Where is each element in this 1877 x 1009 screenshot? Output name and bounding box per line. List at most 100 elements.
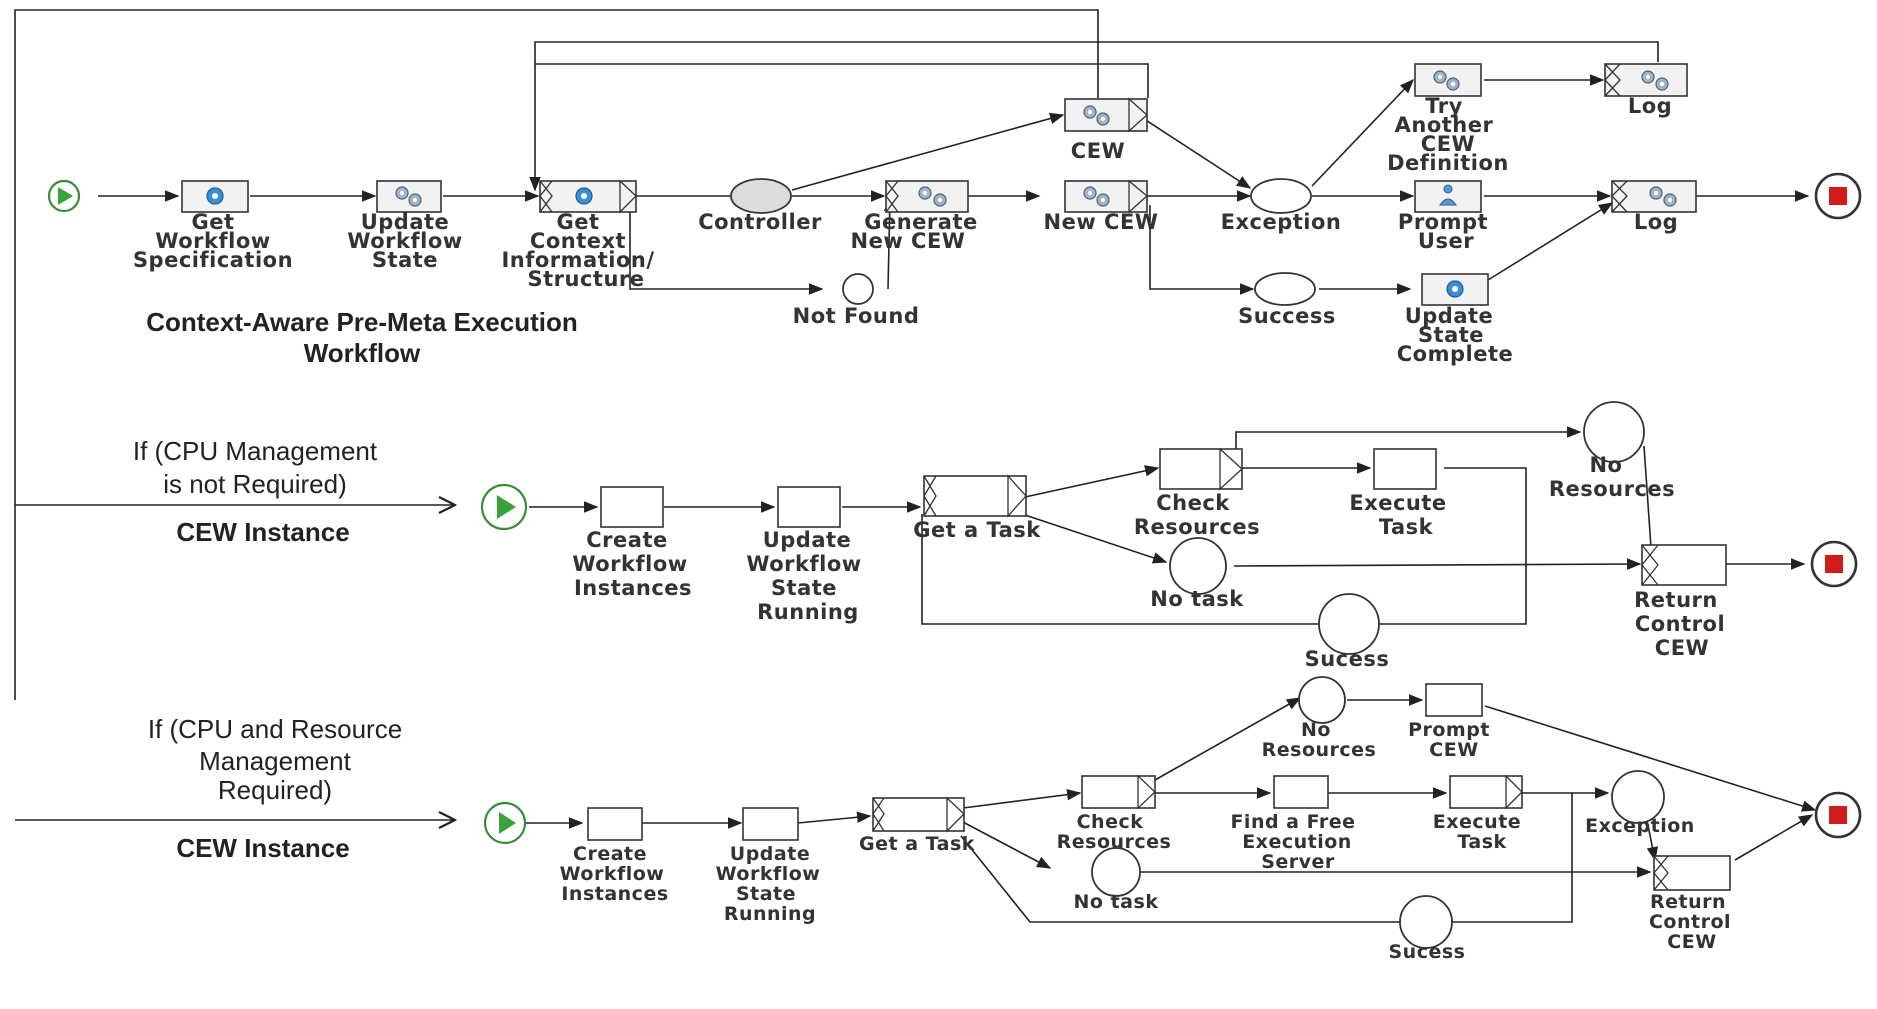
end-event-3 — [1814, 791, 1862, 839]
sucess-event — [1318, 593, 1380, 655]
label-l2-execute-2: Task — [1379, 515, 1434, 539]
lane1-nodes — [47, 63, 1862, 306]
label-l3-execute-1: Execute — [1433, 811, 1521, 833]
end-event-2 — [1810, 540, 1858, 588]
no-task-event — [1169, 537, 1227, 595]
label-prompt-user-1: Prompt — [1398, 210, 1488, 234]
label-try-another-2: Another — [1395, 113, 1494, 137]
label-l3-update-1: Update — [730, 843, 810, 865]
task-try-another-cew — [1414, 63, 1482, 97]
label-cew: CEW — [1071, 139, 1125, 163]
label-l2-return-1: Return — [1634, 588, 1718, 612]
l3-exception-event — [1611, 770, 1665, 824]
cond1-instance: CEW Instance — [176, 517, 349, 547]
task-generate-new-cew — [885, 180, 969, 213]
label-l3-update-3: State — [736, 883, 796, 905]
task-l3-update-workflow-state-running — [742, 807, 799, 841]
label-l3-no-task: No task — [1074, 891, 1159, 913]
label-l2-no-task: No task — [1150, 587, 1244, 611]
task-new-cew — [1064, 179, 1148, 214]
task-check-resources — [1159, 447, 1243, 491]
task-l3-check-resources — [1081, 774, 1156, 810]
task-get-context-information — [539, 179, 637, 214]
task-log-top — [1604, 63, 1688, 97]
controller-event — [730, 178, 792, 214]
label-l2-create-2: Workflow — [572, 552, 687, 576]
cond2-line1: If (CPU and Resource — [148, 714, 402, 744]
label-try-another-4: Definition — [1387, 151, 1509, 175]
label-l2-no-resources-2: Resources — [1549, 477, 1675, 501]
label-l3-find-1: Find a Free — [1230, 811, 1355, 833]
lane3-nodes — [483, 676, 1862, 949]
l3-no-task-event — [1091, 847, 1141, 897]
l3-no-resources-event — [1298, 676, 1346, 724]
start-event-2 — [480, 483, 528, 531]
task-log-mid — [1611, 180, 1697, 213]
label-l3-sucess: Sucess — [1389, 941, 1466, 963]
label-l3-no-resources-1: No — [1301, 719, 1331, 741]
label-get-context-2: Context — [530, 229, 626, 253]
label-l2-create-3: Instances — [574, 576, 692, 600]
lane2-nodes — [480, 401, 1858, 655]
task-l3-create-workflow-instances — [587, 807, 643, 841]
outer-connectors — [14, 9, 1099, 820]
lane3-labels: Create Workflow Instances Update Workflo… — [560, 719, 1731, 963]
label-get-context-1: Get — [556, 210, 599, 234]
label-l2-check-1: Check — [1156, 491, 1230, 515]
task-get-a-task — [923, 474, 1027, 518]
label-l3-check-1: Check — [1077, 811, 1144, 833]
label-l3-exception: Exception — [1585, 815, 1695, 837]
condition-labels: If (CPU Management is not Required) CEW … — [133, 436, 402, 863]
label-l3-get-task: Get a Task — [859, 833, 975, 855]
label-not-found: Not Found — [793, 304, 920, 328]
label-l3-create-2: Workflow — [560, 863, 665, 885]
label-l3-update-2: Workflow — [716, 863, 821, 885]
label-l3-find-2: Execution — [1242, 831, 1352, 853]
label-l3-return-3: CEW — [1667, 931, 1716, 953]
task-return-control-cew — [1641, 544, 1727, 586]
task-prompt-user — [1414, 180, 1482, 213]
label-l3-check-2: Resources — [1057, 831, 1172, 853]
task-update-workflow-state — [376, 180, 442, 213]
label-update-state-complete-2: State — [1418, 323, 1484, 347]
task-update-workflow-state-running — [777, 486, 841, 528]
workflow-title-line2: Workflow — [304, 338, 421, 368]
label-log-top: Log — [1628, 94, 1672, 118]
label-update-state-complete-1: Update — [1405, 304, 1494, 328]
start-event-1 — [47, 179, 81, 213]
label-l2-get-task: Get a Task — [913, 518, 1041, 542]
label-l2-update-4: Running — [757, 600, 859, 624]
cond2-line2: Management — [199, 746, 352, 776]
label-get-workflow-spec-3: Specification — [133, 248, 293, 272]
cond1-line2: is not Required) — [163, 469, 347, 499]
start-event-3 — [483, 801, 527, 845]
label-l3-create-3: Instances — [561, 883, 668, 905]
lane1-labels: Get Workflow Specification Update Workfl… — [133, 94, 1678, 368]
label-try-another-3: CEW — [1421, 132, 1475, 156]
label-l3-execute-2: Task — [1457, 831, 1506, 853]
label-l3-prompt-1: Prompt — [1408, 719, 1490, 741]
task-l3-prompt-cew — [1425, 683, 1483, 717]
task-l3-return-control-cew — [1653, 855, 1731, 891]
success-event — [1254, 272, 1316, 306]
label-generate-new-cew-1: Generate — [864, 210, 977, 234]
label-l2-update-3: State — [771, 576, 837, 600]
label-get-workflow-spec-1: Get — [191, 210, 234, 234]
label-l3-prompt-2: CEW — [1429, 739, 1478, 761]
label-l3-no-resources-2: Resources — [1262, 739, 1377, 761]
task-get-workflow-specification — [181, 180, 249, 213]
label-l3-return-2: Control — [1649, 911, 1731, 933]
label-try-another-1: Try — [1425, 94, 1463, 118]
end-event-1 — [1814, 172, 1862, 220]
label-l3-find-3: Server — [1261, 851, 1335, 873]
label-new-cew: New CEW — [1044, 210, 1159, 234]
cond1-line1: If (CPU Management — [133, 436, 378, 466]
task-execute-task — [1373, 448, 1437, 490]
label-exception: Exception — [1221, 210, 1342, 234]
cond2-instance: CEW Instance — [176, 833, 349, 863]
label-l2-create-1: Create — [586, 528, 667, 552]
label-l2-sucess: Sucess — [1305, 647, 1390, 671]
no-resources-event — [1583, 401, 1645, 463]
label-get-context-3: Information/ — [501, 248, 654, 272]
label-success: Success — [1238, 304, 1336, 328]
